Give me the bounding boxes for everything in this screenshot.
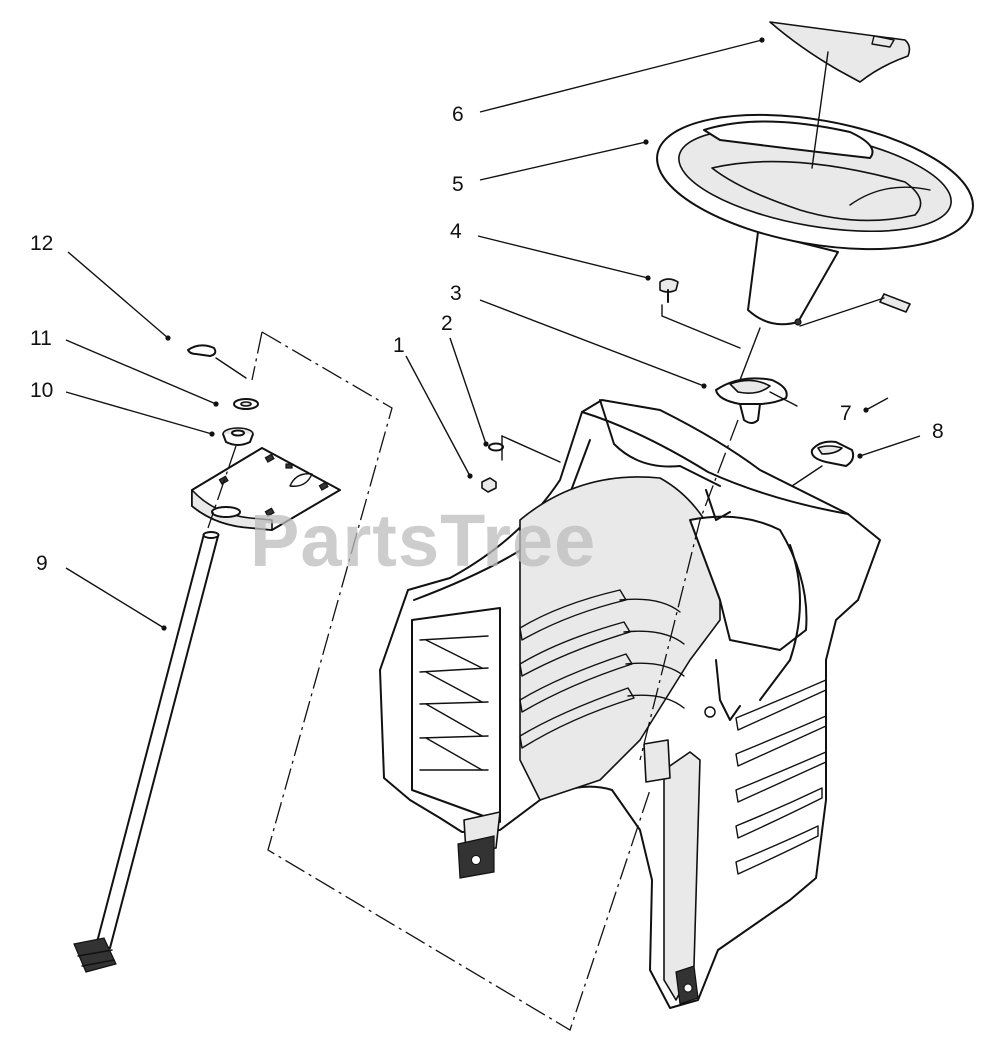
plug [785,440,855,491]
screw [659,278,741,349]
callout-7: 7 [840,402,852,425]
retaining-ring [187,344,217,357]
bushing [222,427,254,446]
callout-6: 6 [452,103,464,126]
callout-5: 5 [452,173,464,196]
callouts: 6 5 4 3 2 1 7 8 9 10 11 12 [30,103,944,575]
steering-shaft [73,531,220,973]
leader-lines [65,37,921,631]
callout-10: 10 [30,379,53,402]
mounting-plate [191,447,341,531]
callout-4: 4 [450,220,462,243]
dash-console [379,399,881,1009]
washer [233,398,259,410]
assembly-lines [207,331,739,1031]
callout-9: 9 [36,552,48,575]
steering-wheel [656,51,974,326]
callout-1: 1 [393,334,405,357]
callout-3: 3 [450,282,462,305]
callout-11: 11 [30,327,52,350]
steering-adapter [715,327,798,424]
watermark: PartsTree [250,499,596,582]
callout-12: 12 [30,232,53,255]
nut-and-washer [481,435,561,493]
callout-8: 8 [932,420,944,443]
callout-2: 2 [441,312,453,335]
steering-wheel-cap [769,21,911,83]
roll-pin [799,293,911,327]
